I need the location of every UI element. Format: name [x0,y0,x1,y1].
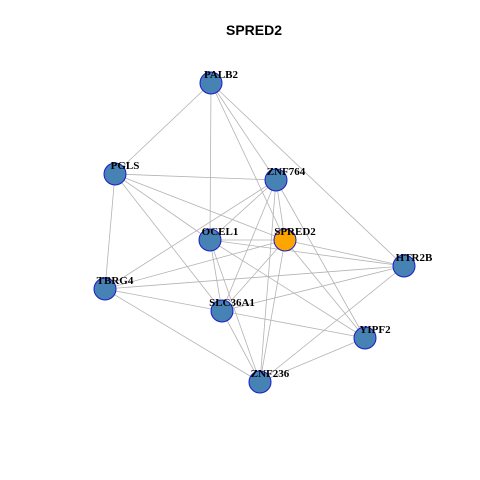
edge-slc36a1-znf236 [221,310,261,383]
node-label-znf764: ZNF764 [267,166,306,178]
node-label-palb2: PALB2 [204,69,239,81]
edge-htr2b-slc36a1 [221,265,405,312]
edge-tbrg4-znf236 [104,288,261,383]
edge-pgls-ocel1 [114,173,211,241]
node-znf764[interactable] [264,168,288,192]
node-znf236[interactable] [248,370,272,394]
node-palb2[interactable] [199,71,223,95]
edge-htr2b-tbrg4 [104,265,405,290]
node-slc36a1[interactable] [210,299,234,323]
node-label-spred2: SPRED2 [274,226,316,238]
edge-spred2-znf236 [259,239,286,383]
edge-palb2-pgls [114,82,212,175]
graph-title: SPRED2 [226,22,282,38]
edge-htr2b-znf236 [259,265,405,383]
node-tbrg4[interactable] [93,277,117,301]
node-label-ocel1: OCEL1 [202,226,239,238]
node-label-znf236: ZNF236 [251,368,290,380]
node-label-tbrg4: TBRG4 [97,275,134,287]
edge-ocel1-znf236 [209,239,261,383]
edge-pgls-slc36a1 [114,173,223,312]
edge-palb2-znf764 [210,82,277,181]
edge-spred2-slc36a1 [221,239,286,312]
edge-znf764-znf236 [259,179,277,383]
edge-znf764-yipf2 [275,179,366,339]
edge-znf764-ocel1 [209,179,277,241]
node-layer [93,71,416,394]
edge-pgls-spred2 [114,173,286,241]
edge-tbrg4-slc36a1 [104,288,223,312]
edge-palb2-htr2b [210,82,405,267]
node-label-pgls: PGLS [111,160,140,172]
edge-palb2-ocel1 [209,82,212,241]
edge-yipf2-znf236 [259,337,366,383]
edge-palb2-spred2 [210,82,286,241]
node-htr2b[interactable] [392,254,416,278]
edge-ocel1-htr2b [209,239,405,267]
node-spred2[interactable] [273,228,297,252]
edge-slc36a1-yipf2 [221,310,366,339]
edge-spred2-yipf2 [284,239,366,339]
edge-spred2-htr2b [284,239,405,267]
edge-ocel1-yipf2 [209,239,366,339]
edge-pgls-znf764 [114,173,277,181]
edge-znf764-tbrg4 [104,179,277,290]
edge-spred2-tbrg4 [104,239,286,290]
node-label-htr2b: HTR2B [396,252,433,264]
node-label-yipf2: YIPF2 [359,324,391,336]
edge-pgls-tbrg4 [104,173,116,290]
node-yipf2[interactable] [353,326,377,350]
node-ocel1[interactable] [198,228,222,252]
node-label-slc36a1: SLC36A1 [209,297,255,309]
node-pgls[interactable] [103,162,127,186]
edge-ocel1-slc36a1 [209,239,223,312]
